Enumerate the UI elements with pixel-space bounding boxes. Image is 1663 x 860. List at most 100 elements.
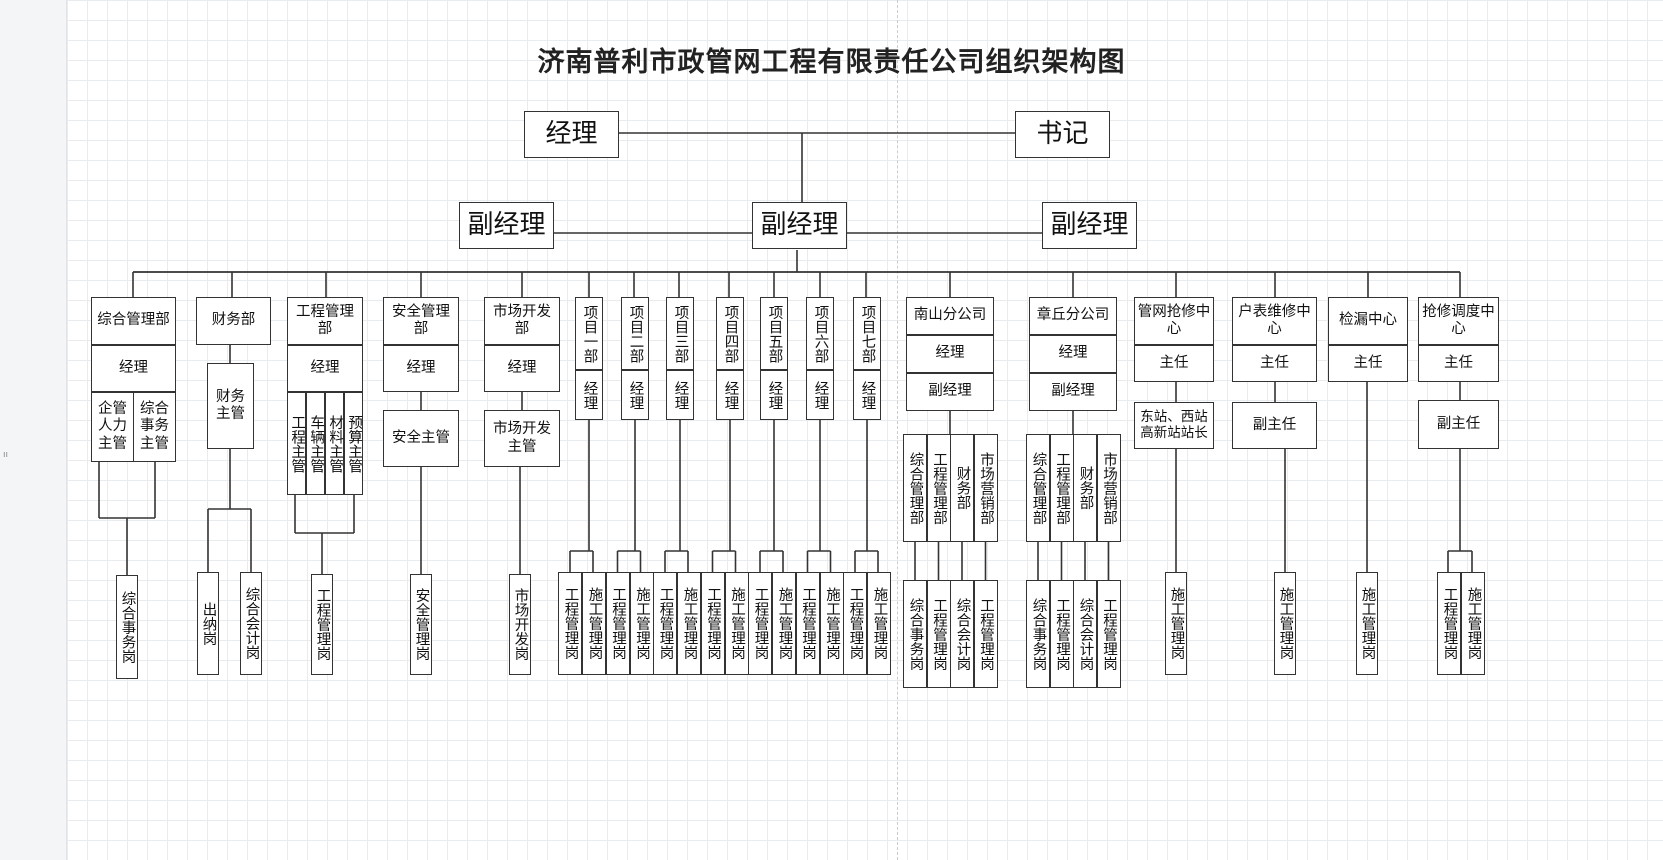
center-jianlou-head-box[interactable]: 主任 [1328, 345, 1408, 382]
project-6-post-shigong-box[interactable]: 施工管理岗 [819, 572, 844, 675]
project-3-post-gongcheng-box[interactable]: 工程管理岗 [653, 572, 677, 675]
center-qiangxiu-head-box[interactable]: 主任 [1134, 345, 1214, 382]
project-2-head-box[interactable]: 经理 [621, 370, 649, 420]
post-jianlou-shigong-box[interactable]: 施工管理岗 [1356, 572, 1378, 675]
dept-gongcheng-sub-2-box[interactable]: 车辆主管 [306, 392, 325, 495]
post-zonghe-shiwu-box[interactable]: 综合事务岗 [116, 575, 138, 679]
branch-nanshan-sub-4-box[interactable]: 市场营销部 [973, 434, 998, 542]
center-diaodu-sub-box[interactable]: 副主任 [1418, 400, 1499, 449]
project-4-post-gongcheng-box[interactable]: 工程管理岗 [700, 572, 725, 675]
branch-nanshan-post-4-box[interactable]: 工程管理岗 [973, 580, 998, 688]
post-diaodu-gongcheng-box[interactable]: 工程管理岗 [1437, 572, 1461, 675]
project-5-post-gongcheng-box[interactable]: 工程管理岗 [748, 572, 772, 675]
post-diaodu-shigong-box[interactable]: 施工管理岗 [1461, 572, 1485, 675]
post-gongcheng-guanli-box[interactable]: 工程管理岗 [311, 574, 333, 675]
post-caiwu-chuna-box[interactable]: 出纳岗 [197, 572, 219, 675]
project-3-post-shigong-box[interactable]: 施工管理岗 [677, 572, 701, 675]
branch-zhangqiu-post-3-box[interactable]: 综合会计岗 [1073, 580, 1097, 688]
dept-anquan-head-box[interactable]: 经理 [383, 345, 459, 392]
branch-nanshan-head-box[interactable]: 经理 [906, 335, 994, 373]
branch-zhangqiu-sub-4-box[interactable]: 市场营销部 [1096, 434, 1121, 542]
branch-zhangqiu-deputy-box[interactable]: 副经理 [1029, 373, 1117, 411]
branch-zhangqiu-sub-3-box[interactable]: 财务部 [1073, 434, 1097, 542]
dept-gongcheng-name-box[interactable]: 工程管理部 [287, 297, 363, 345]
project-4-post-shigong-box[interactable]: 施工管理岗 [724, 572, 749, 675]
center-qiangxiu-name-box[interactable]: 管网抢修中心 [1134, 297, 1214, 345]
secretary-box[interactable]: 书记 [1015, 111, 1110, 158]
branch-nanshan-name-box[interactable]: 南山分公司 [906, 297, 994, 335]
branch-zhangqiu-post-4-box[interactable]: 工程管理岗 [1096, 580, 1121, 688]
center-hubiao-name-box[interactable]: 户表维修中心 [1232, 297, 1317, 345]
post-shichang-kaifa-box[interactable]: 市场开发岗 [509, 574, 531, 675]
branch-nanshan-deputy-box[interactable]: 副经理 [906, 373, 994, 411]
center-qiangxiu-sub-box[interactable]: 东站、西站高新站站长 [1134, 402, 1214, 449]
dept-zonghe-sub-1-box[interactable]: 企管人力主管 [91, 392, 134, 462]
center-hubiao-sub-box[interactable]: 副主任 [1232, 402, 1317, 449]
branch-zhangqiu-post-1-box[interactable]: 综合事务岗 [1026, 580, 1050, 688]
panel-drag-handle[interactable]: ıı [3, 450, 9, 460]
project-1-head-box[interactable]: 经理 [575, 370, 603, 420]
project-4-head-box[interactable]: 经理 [716, 370, 744, 420]
project-6-name-box[interactable]: 项目六部 [806, 297, 834, 370]
project-5-head-box[interactable]: 经理 [760, 370, 788, 420]
project-5-post-shigong-box[interactable]: 施工管理岗 [772, 572, 796, 675]
branch-zhangqiu-head-box[interactable]: 经理 [1029, 335, 1117, 373]
project-7-head-box[interactable]: 经理 [853, 370, 881, 420]
branch-nanshan-sub-2-box[interactable]: 工程管理部 [926, 434, 951, 542]
dept-zonghe-sub-2-box[interactable]: 综合事务主管 [133, 392, 176, 462]
branch-nanshan-post-2-box[interactable]: 工程管理岗 [926, 580, 951, 688]
project-7-post-shigong-box[interactable]: 施工管理岗 [867, 572, 891, 675]
post-anquan-guanli-box[interactable]: 安全管理岗 [410, 574, 432, 675]
branch-nanshan-sub-2-box-label: 工程管理部 [931, 451, 948, 525]
dept-gongcheng-sub-1-box[interactable]: 工程主管 [287, 392, 306, 495]
dept-shichang-sub-box[interactable]: 市场开发主管 [484, 410, 560, 467]
dept-anquan-name-box[interactable]: 安全管理部 [383, 297, 459, 345]
project-6-post-gongcheng-box[interactable]: 工程管理岗 [795, 572, 820, 675]
center-diaodu-name-box[interactable]: 抢修调度中心 [1418, 297, 1499, 345]
deputy-manager-center-box[interactable]: 副经理 [752, 202, 847, 249]
dept-gongcheng-head-box[interactable]: 经理 [287, 345, 363, 392]
branch-nanshan-post-1-box[interactable]: 综合事务岗 [903, 580, 927, 688]
project-1-name-box[interactable]: 项目一部 [575, 297, 603, 370]
dept-shichang-head-box[interactable]: 经理 [484, 345, 560, 392]
post-caiwu-kuaiji-box[interactable]: 综合会计岗 [240, 572, 262, 675]
project-1-post-gongcheng-box[interactable]: 工程管理岗 [558, 572, 582, 675]
project-4-name-box[interactable]: 项目四部 [716, 297, 744, 370]
project-6-head-box[interactable]: 经理 [806, 370, 834, 420]
branch-zhangqiu-sub-1-box[interactable]: 综合管理部 [1026, 434, 1050, 542]
branch-zhangqiu-sub-1-box-label: 综合管理部 [1030, 451, 1047, 525]
project-2-head-box-label: 经理 [627, 380, 644, 410]
project-3-name-box[interactable]: 项目三部 [666, 297, 694, 370]
dept-gongcheng-sub-4-box[interactable]: 预算主管 [344, 392, 363, 495]
dept-zonghe-head-box[interactable]: 经理 [91, 345, 176, 392]
branch-nanshan-post-3-box[interactable]: 综合会计岗 [950, 580, 974, 688]
project-2-name-box[interactable]: 项目二部 [621, 297, 649, 370]
dept-shichang-name-box[interactable]: 市场开发部 [484, 297, 560, 345]
project-1-post-shigong-box[interactable]: 施工管理岗 [582, 572, 606, 675]
dept-caiwu-name-box[interactable]: 财务部 [196, 297, 271, 345]
branch-zhangqiu-post-2-box[interactable]: 工程管理岗 [1049, 580, 1074, 688]
dept-anquan-sub-box[interactable]: 安全主管 [383, 410, 459, 467]
post-qiangxiu-shigong-box[interactable]: 施工管理岗 [1165, 572, 1187, 675]
center-diaodu-head-box[interactable]: 主任 [1418, 345, 1499, 382]
center-hubiao-head-box[interactable]: 主任 [1232, 345, 1317, 382]
branch-zhangqiu-name-box[interactable]: 章丘分公司 [1029, 297, 1117, 335]
project-7-post-gongcheng-box[interactable]: 工程管理岗 [843, 572, 867, 675]
project-7-name-box[interactable]: 项目七部 [853, 297, 881, 370]
branch-zhangqiu-sub-2-box[interactable]: 工程管理部 [1049, 434, 1074, 542]
project-2-post-shigong-box[interactable]: 施工管理岗 [629, 572, 654, 675]
post-hubiao-shigong-box[interactable]: 施工管理岗 [1274, 572, 1296, 675]
deputy-manager-left-box[interactable]: 副经理 [459, 202, 554, 249]
deputy-manager-right-box[interactable]: 副经理 [1042, 202, 1137, 249]
general-manager-box[interactable]: 经理 [524, 111, 619, 158]
branch-nanshan-sub-1-box[interactable]: 综合管理部 [903, 434, 927, 542]
branch-nanshan-sub-3-box[interactable]: 财务部 [950, 434, 974, 542]
project-5-name-box[interactable]: 项目五部 [760, 297, 788, 370]
center-jianlou-name-box[interactable]: 检漏中心 [1328, 297, 1408, 345]
dept-gongcheng-sub-3-box[interactable]: 材料主管 [325, 392, 344, 495]
dept-zonghe-name-box[interactable]: 综合管理部 [91, 297, 176, 345]
project-2-post-gongcheng-box[interactable]: 工程管理岗 [605, 572, 630, 675]
dept-caiwu-head-box[interactable]: 财务主管 [207, 363, 254, 449]
project-1-post-gongcheng-box-label: 工程管理岗 [562, 587, 579, 660]
project-3-head-box[interactable]: 经理 [666, 370, 694, 420]
